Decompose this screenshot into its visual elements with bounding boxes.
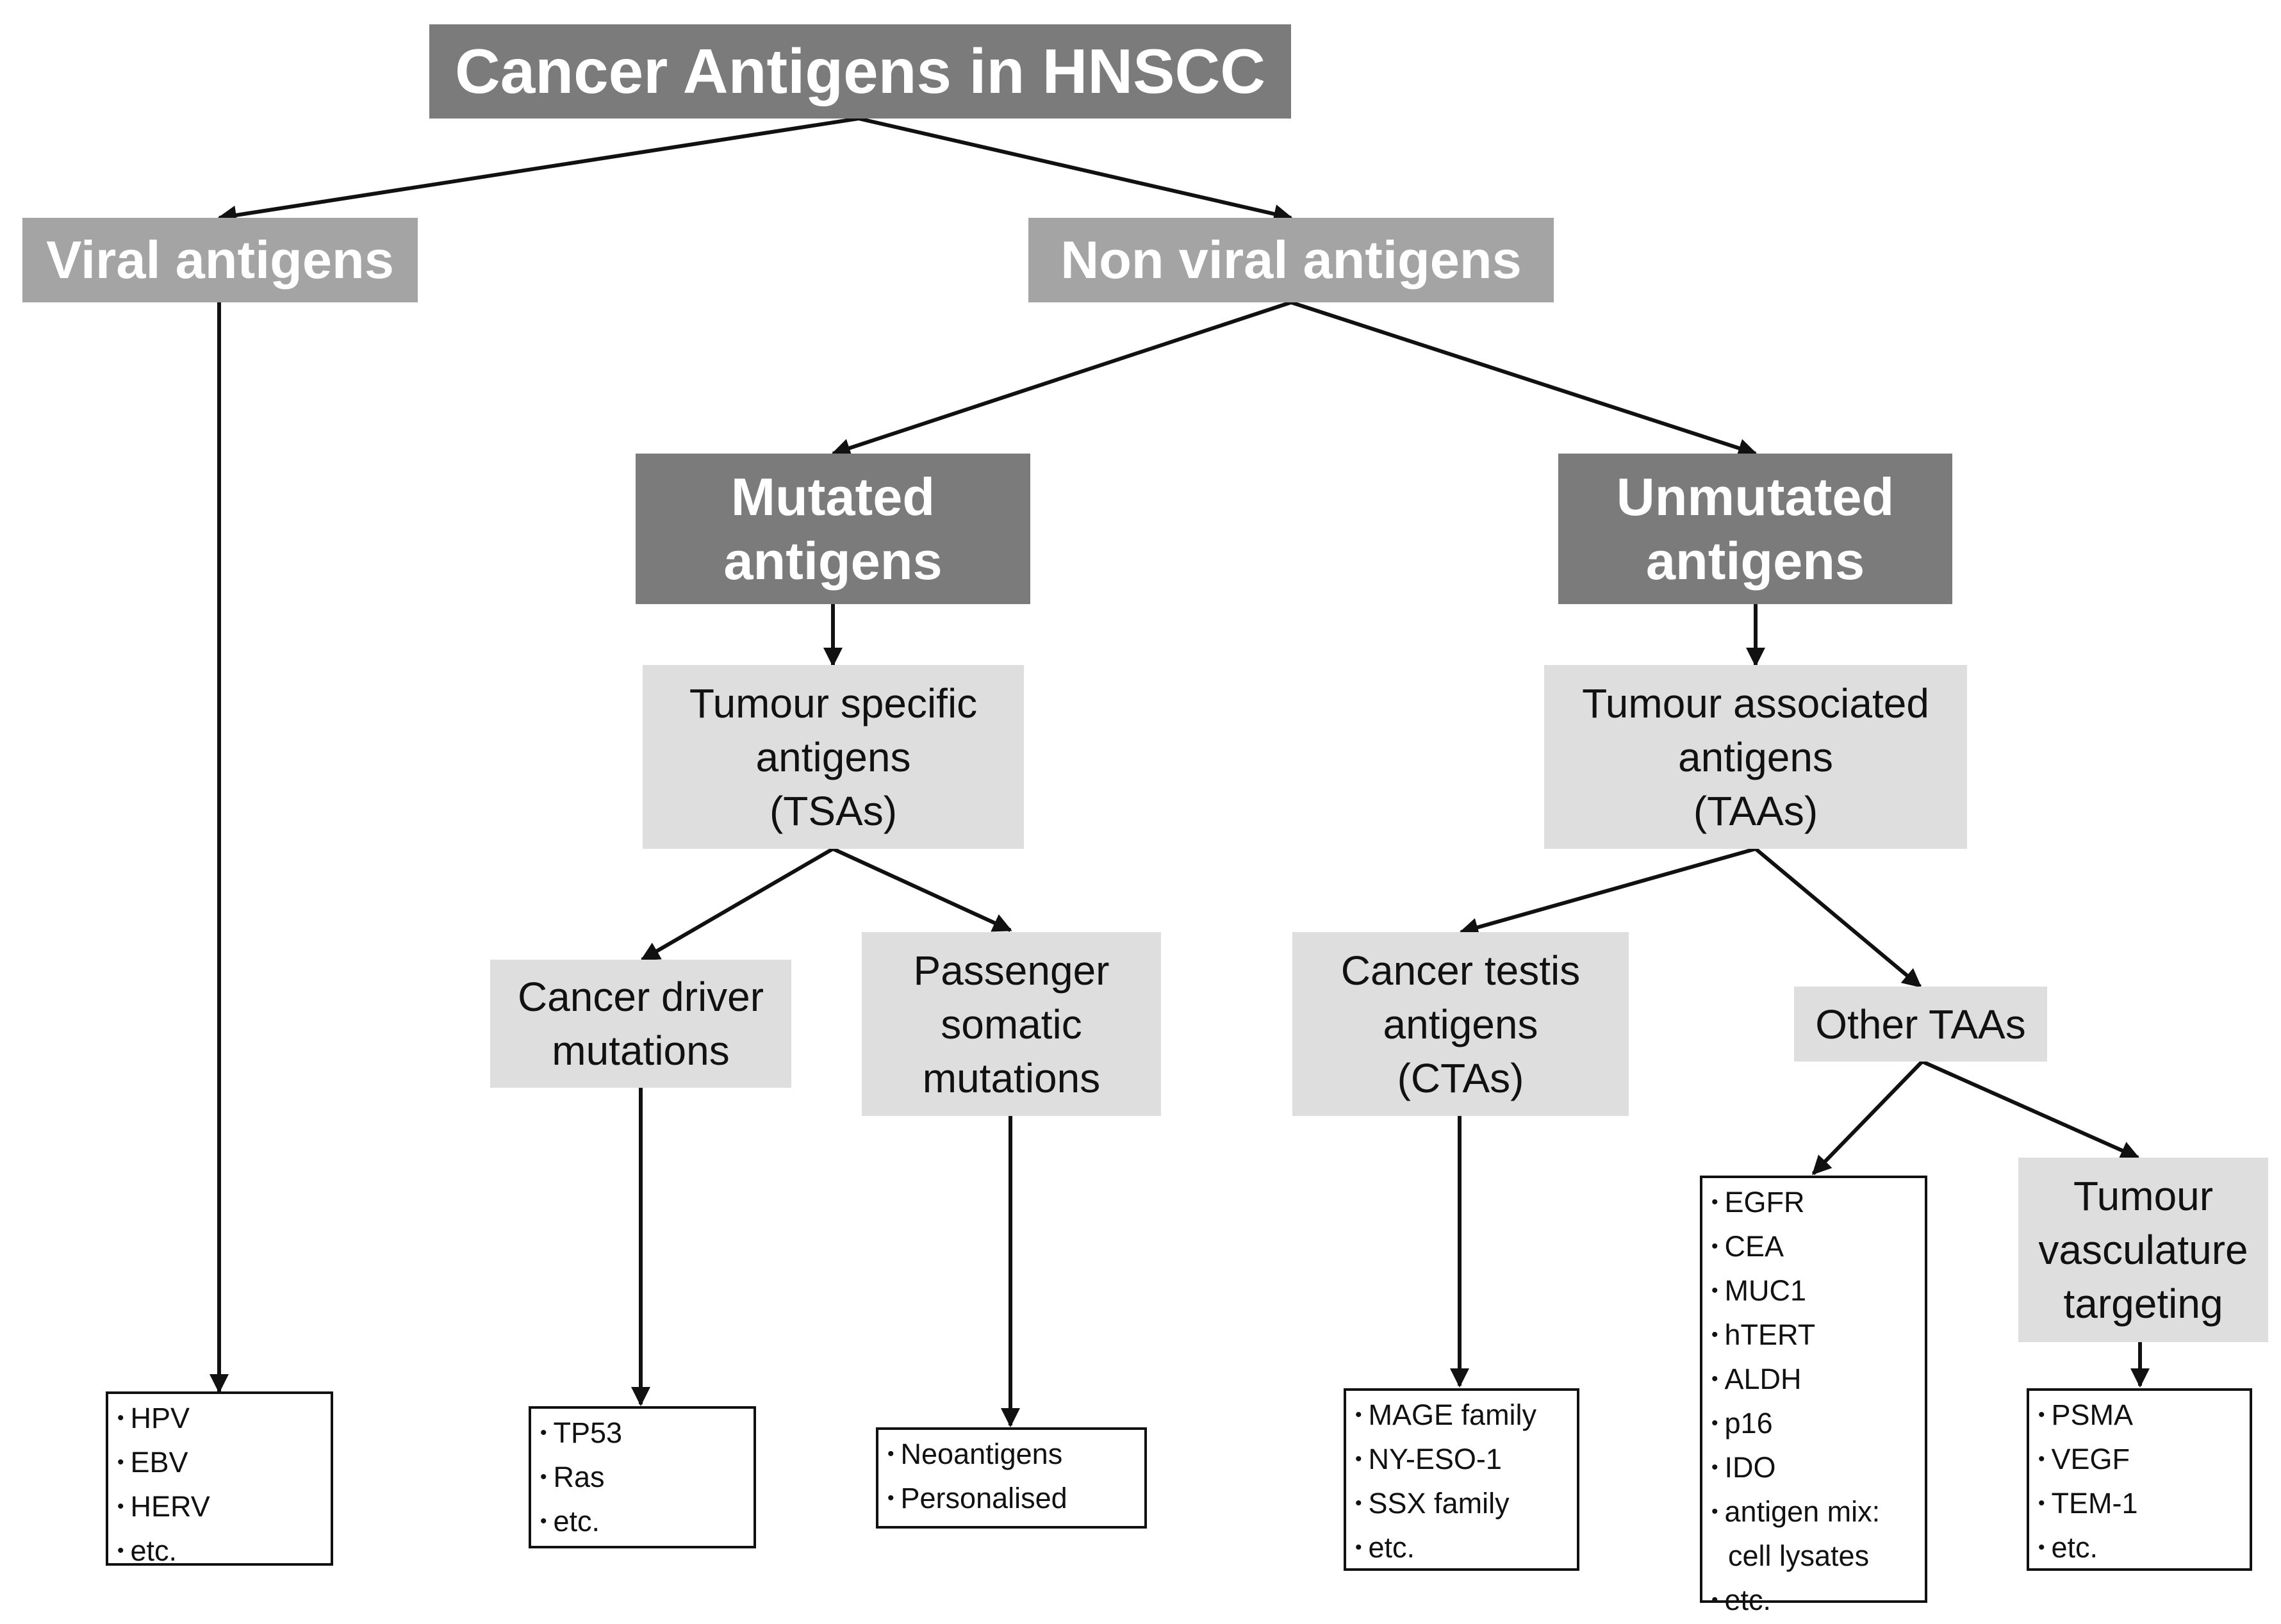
unmutated-antigens-node: Unmutated antigens <box>1558 454 1952 604</box>
tsa-line-2: antigens <box>755 734 911 780</box>
other-taas-examples-list: EGFR CEA MUC1 hTERT ALDH p16 IDO antigen… <box>1700 1176 1927 1616</box>
arrow-title-to-nonviral <box>858 117 1293 224</box>
mutated-antigens-line-1: Mutated <box>730 466 935 527</box>
tsa-line-1: Tumour specific <box>689 680 978 726</box>
tumour-specific-antigens-node: Tumour specific antigens (TSAs) <box>643 665 1024 849</box>
tumour-associated-antigens-node: Tumour associated antigens (TAAs) <box>1544 665 1967 849</box>
list-item: etc. <box>2038 1527 2250 1571</box>
vasculature-examples-list: PSMA VEGF TEM-1 etc. <box>2027 1388 2252 1571</box>
list-item: antigen mix: <box>1711 1491 1925 1536</box>
list-item-continuation: cell lysates <box>1728 1539 1870 1572</box>
arrow-nonviral-to-mutated <box>831 300 1292 457</box>
taa-line-2: antigens <box>1678 734 1833 780</box>
mutated-antigens-node: Mutated antigens <box>636 454 1030 604</box>
taa-line-3: (TAAs) <box>1693 787 1818 834</box>
cta-line-3: (CTAs) <box>1397 1054 1524 1101</box>
passenger-line-1: Passenger <box>913 947 1110 994</box>
cancer-testis-antigens-node: Cancer testis antigens (CTAs) <box>1292 932 1629 1116</box>
cta-line-2: antigens <box>1383 1001 1538 1047</box>
list-item: etc. <box>1711 1580 1925 1624</box>
unmutated-antigens-line-2: antigens <box>1645 530 1865 591</box>
taa-line-1: Tumour associated <box>1582 680 1929 726</box>
arrow-tsa-to-driver <box>640 847 834 962</box>
list-item: MAGE family <box>1355 1395 1577 1439</box>
arrow-other-to-list <box>1811 1060 1924 1176</box>
passenger-examples-list: Neoantigens Personalised <box>876 1427 1147 1529</box>
list-item: hTERT <box>1711 1315 1925 1359</box>
list-item: PSMA <box>2038 1395 2250 1439</box>
vasculature-line-1: Tumour <box>2073 1173 2214 1219</box>
list-item: TP53 <box>540 1413 753 1457</box>
viral-examples-list: HPV EBV HERV etc. <box>106 1391 333 1567</box>
other-taas-label: Other TAAs <box>1815 1001 2026 1047</box>
vasculature-line-3: targeting <box>2063 1281 2223 1327</box>
list-item: ALDH <box>1711 1359 1925 1403</box>
viral-antigens-node: Viral antigens <box>22 218 418 302</box>
tumour-vasculature-targeting-node: Tumour vasculature targeting <box>2018 1158 2268 1342</box>
cancer-driver-mutations-node: Cancer driver mutations <box>490 960 791 1088</box>
non-viral-antigens-label: Non viral antigens <box>1060 230 1522 290</box>
list-item: Neoantigens <box>887 1434 1144 1478</box>
non-viral-antigens-node: Non viral antigens <box>1028 218 1554 302</box>
list-item: CEA <box>1711 1226 1925 1270</box>
list-item: etc. <box>540 1501 753 1545</box>
viral-antigens-label: Viral antigens <box>46 230 394 290</box>
mutated-antigens-line-2: antigens <box>723 530 943 591</box>
vasculature-line-2: vasculature <box>2038 1227 2248 1273</box>
cta-examples-list: MAGE family NY-ESO-1 SSX family etc. <box>1344 1388 1579 1571</box>
list-item: TEM-1 <box>2038 1483 2250 1527</box>
list-item: Ras <box>540 1457 753 1501</box>
list-item: NY-ESO-1 <box>1355 1439 1577 1483</box>
list-item: Personalised <box>887 1478 1144 1522</box>
passenger-line-2: somatic <box>941 1001 1082 1047</box>
arrow-taa-to-cta <box>1459 847 1756 937</box>
list-item: SSX family <box>1355 1483 1577 1527</box>
list-item: VEGF <box>2038 1439 2250 1483</box>
arrow-nonviral-to-unmutated <box>1290 300 1758 457</box>
unmutated-antigens-line-1: Unmutated <box>1616 466 1895 527</box>
driver-line-2: mutations <box>552 1028 730 1074</box>
arrow-taa-to-other <box>1754 847 1922 988</box>
arrow-tsa-to-passenger <box>832 847 1012 932</box>
arrow-other-to-vasculature <box>1921 1060 2140 1160</box>
tsa-line-3: (TSAs) <box>769 787 898 834</box>
list-item: etc. <box>1355 1527 1577 1571</box>
list-item: p16 <box>1711 1403 1925 1447</box>
list-item: etc. <box>117 1530 331 1575</box>
list-item: EGFR <box>1711 1182 1925 1226</box>
driver-examples-list: TP53 Ras etc. <box>529 1406 756 1548</box>
driver-line-1: Cancer driver <box>517 974 764 1020</box>
diagram-title-text: Cancer Antigens in HNSCC <box>454 36 1266 106</box>
cta-line-1: Cancer testis <box>1340 947 1581 994</box>
list-item: HERV <box>117 1486 331 1530</box>
arrow-title-to-viral <box>217 117 859 225</box>
list-item: IDO <box>1711 1447 1925 1491</box>
list-item: MUC1 <box>1711 1270 1925 1315</box>
passenger-somatic-mutations-node: Passenger somatic mutations <box>862 932 1161 1116</box>
other-taas-node: Other TAAs <box>1794 987 2047 1062</box>
passenger-line-3: mutations <box>922 1054 1101 1101</box>
list-item: EBV <box>117 1442 331 1486</box>
diagram-title: Cancer Antigens in HNSCC <box>429 24 1291 119</box>
list-item: HPV <box>117 1398 331 1442</box>
